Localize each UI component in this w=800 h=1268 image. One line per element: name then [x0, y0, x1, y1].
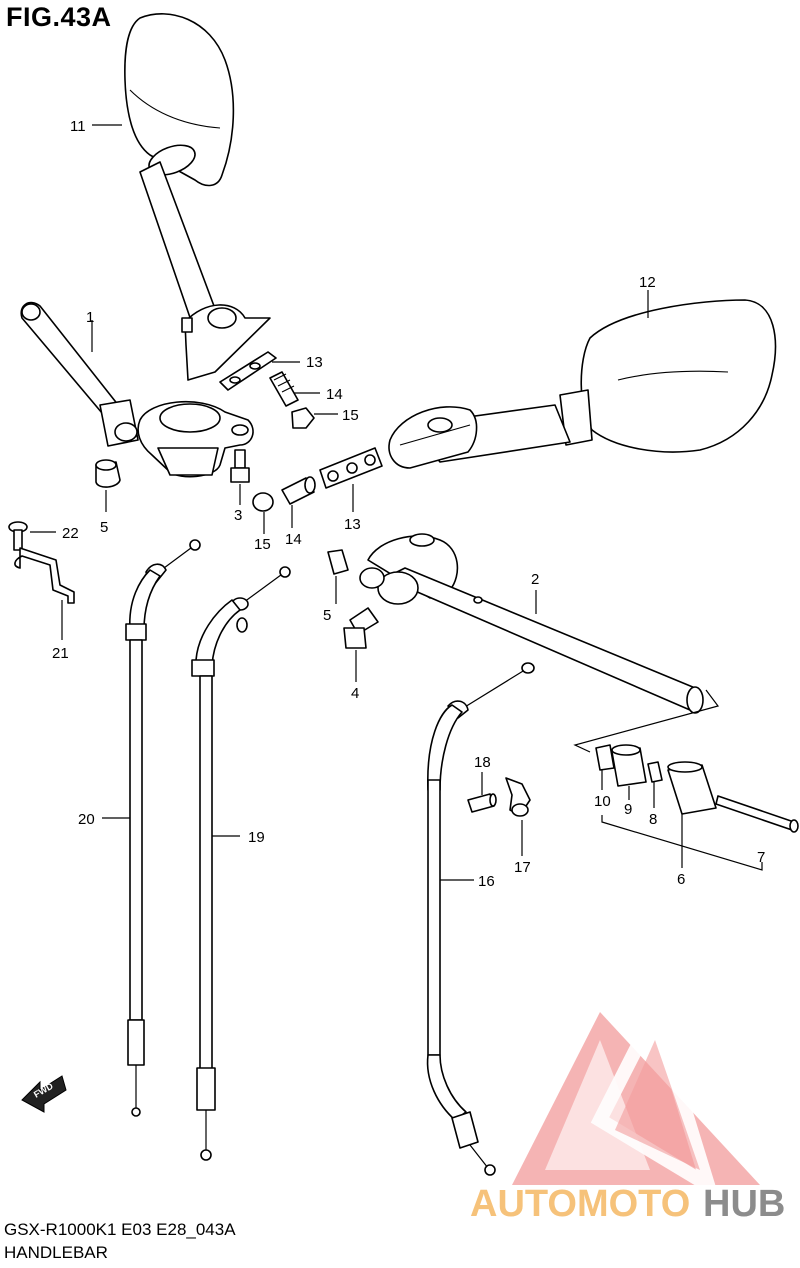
leader-lines — [30, 124, 683, 881]
callout-15-lower: 15 — [254, 536, 271, 553]
mirror-nut-lower — [252, 492, 274, 512]
callout-9: 9 — [624, 801, 632, 818]
bar-end-cap-left — [95, 459, 121, 488]
left-handlebar — [20, 301, 254, 478]
callout-21: 21 — [52, 645, 69, 662]
cut-guide-line — [573, 689, 720, 753]
callout-15-upper: 15 — [342, 407, 359, 424]
callout-5-right: 5 — [323, 607, 331, 624]
callout-12: 12 — [639, 274, 656, 291]
callout-2: 2 — [531, 571, 539, 588]
watermark-text-automoto: AUTOMOTO — [470, 1183, 690, 1225]
right-handlebar — [359, 533, 704, 714]
callout-19: 19 — [248, 829, 265, 846]
callout-17: 17 — [514, 859, 531, 876]
callout-8: 8 — [649, 811, 657, 828]
balancer-nut — [595, 744, 615, 771]
clamp-bolt — [230, 449, 250, 483]
callout-4: 4 — [351, 685, 359, 702]
throttle-cable-return — [191, 566, 291, 1161]
callout-6: 6 — [677, 871, 685, 888]
left-mirror — [124, 13, 271, 381]
callout-14-upper: 14 — [326, 386, 343, 403]
balancer-washer — [647, 761, 663, 783]
callout-18: 18 — [474, 754, 491, 771]
mirror-screw-upper — [269, 371, 299, 407]
balancer-weight-outer — [667, 761, 717, 815]
callout-3: 3 — [234, 507, 242, 524]
callout-13-lower: 13 — [344, 516, 361, 533]
watermark-text-hub: HUB — [703, 1183, 785, 1225]
mirror-screw-lower — [281, 476, 316, 505]
diagram-name-label: HANDLEBAR — [4, 1243, 108, 1262]
mirror-bracket-plate-upper — [219, 351, 277, 391]
callout-22: 22 — [62, 525, 79, 542]
callout-16: 16 — [478, 873, 495, 890]
clutch-cable — [426, 662, 535, 1176]
cable-bracket — [14, 547, 75, 604]
callout-5-left: 5 — [100, 519, 108, 536]
cable-clamp — [505, 777, 531, 817]
callout-11: 11 — [70, 118, 86, 135]
watermark-logo — [512, 993, 760, 1201]
callout-14-lower: 14 — [285, 531, 302, 548]
balancer-screw — [715, 795, 799, 833]
cable-clamp-bolt — [467, 793, 497, 813]
handlebar-bolt — [343, 607, 379, 649]
right-mirror — [388, 299, 777, 469]
mirror-nut-upper — [291, 407, 315, 429]
figure-title: FIG.43A — [6, 2, 112, 32]
balancer-weight-inner — [611, 744, 647, 787]
throttle-cable-pull — [125, 539, 201, 1117]
callout-7: 7 — [757, 849, 765, 866]
callout-13-upper: 13 — [306, 354, 323, 371]
callout-1: 1 — [86, 309, 94, 326]
cable-bracket-bolt — [8, 521, 28, 551]
model-code-label: GSX-R1000K1 E03 E28_043A — [4, 1220, 236, 1239]
callout-10: 10 — [594, 793, 611, 810]
callout-20: 20 — [78, 811, 95, 828]
mirror-bracket-plate-lower — [319, 447, 383, 489]
bar-end-cap-right — [327, 549, 349, 575]
forward-direction-marker — [21, 1075, 67, 1113]
